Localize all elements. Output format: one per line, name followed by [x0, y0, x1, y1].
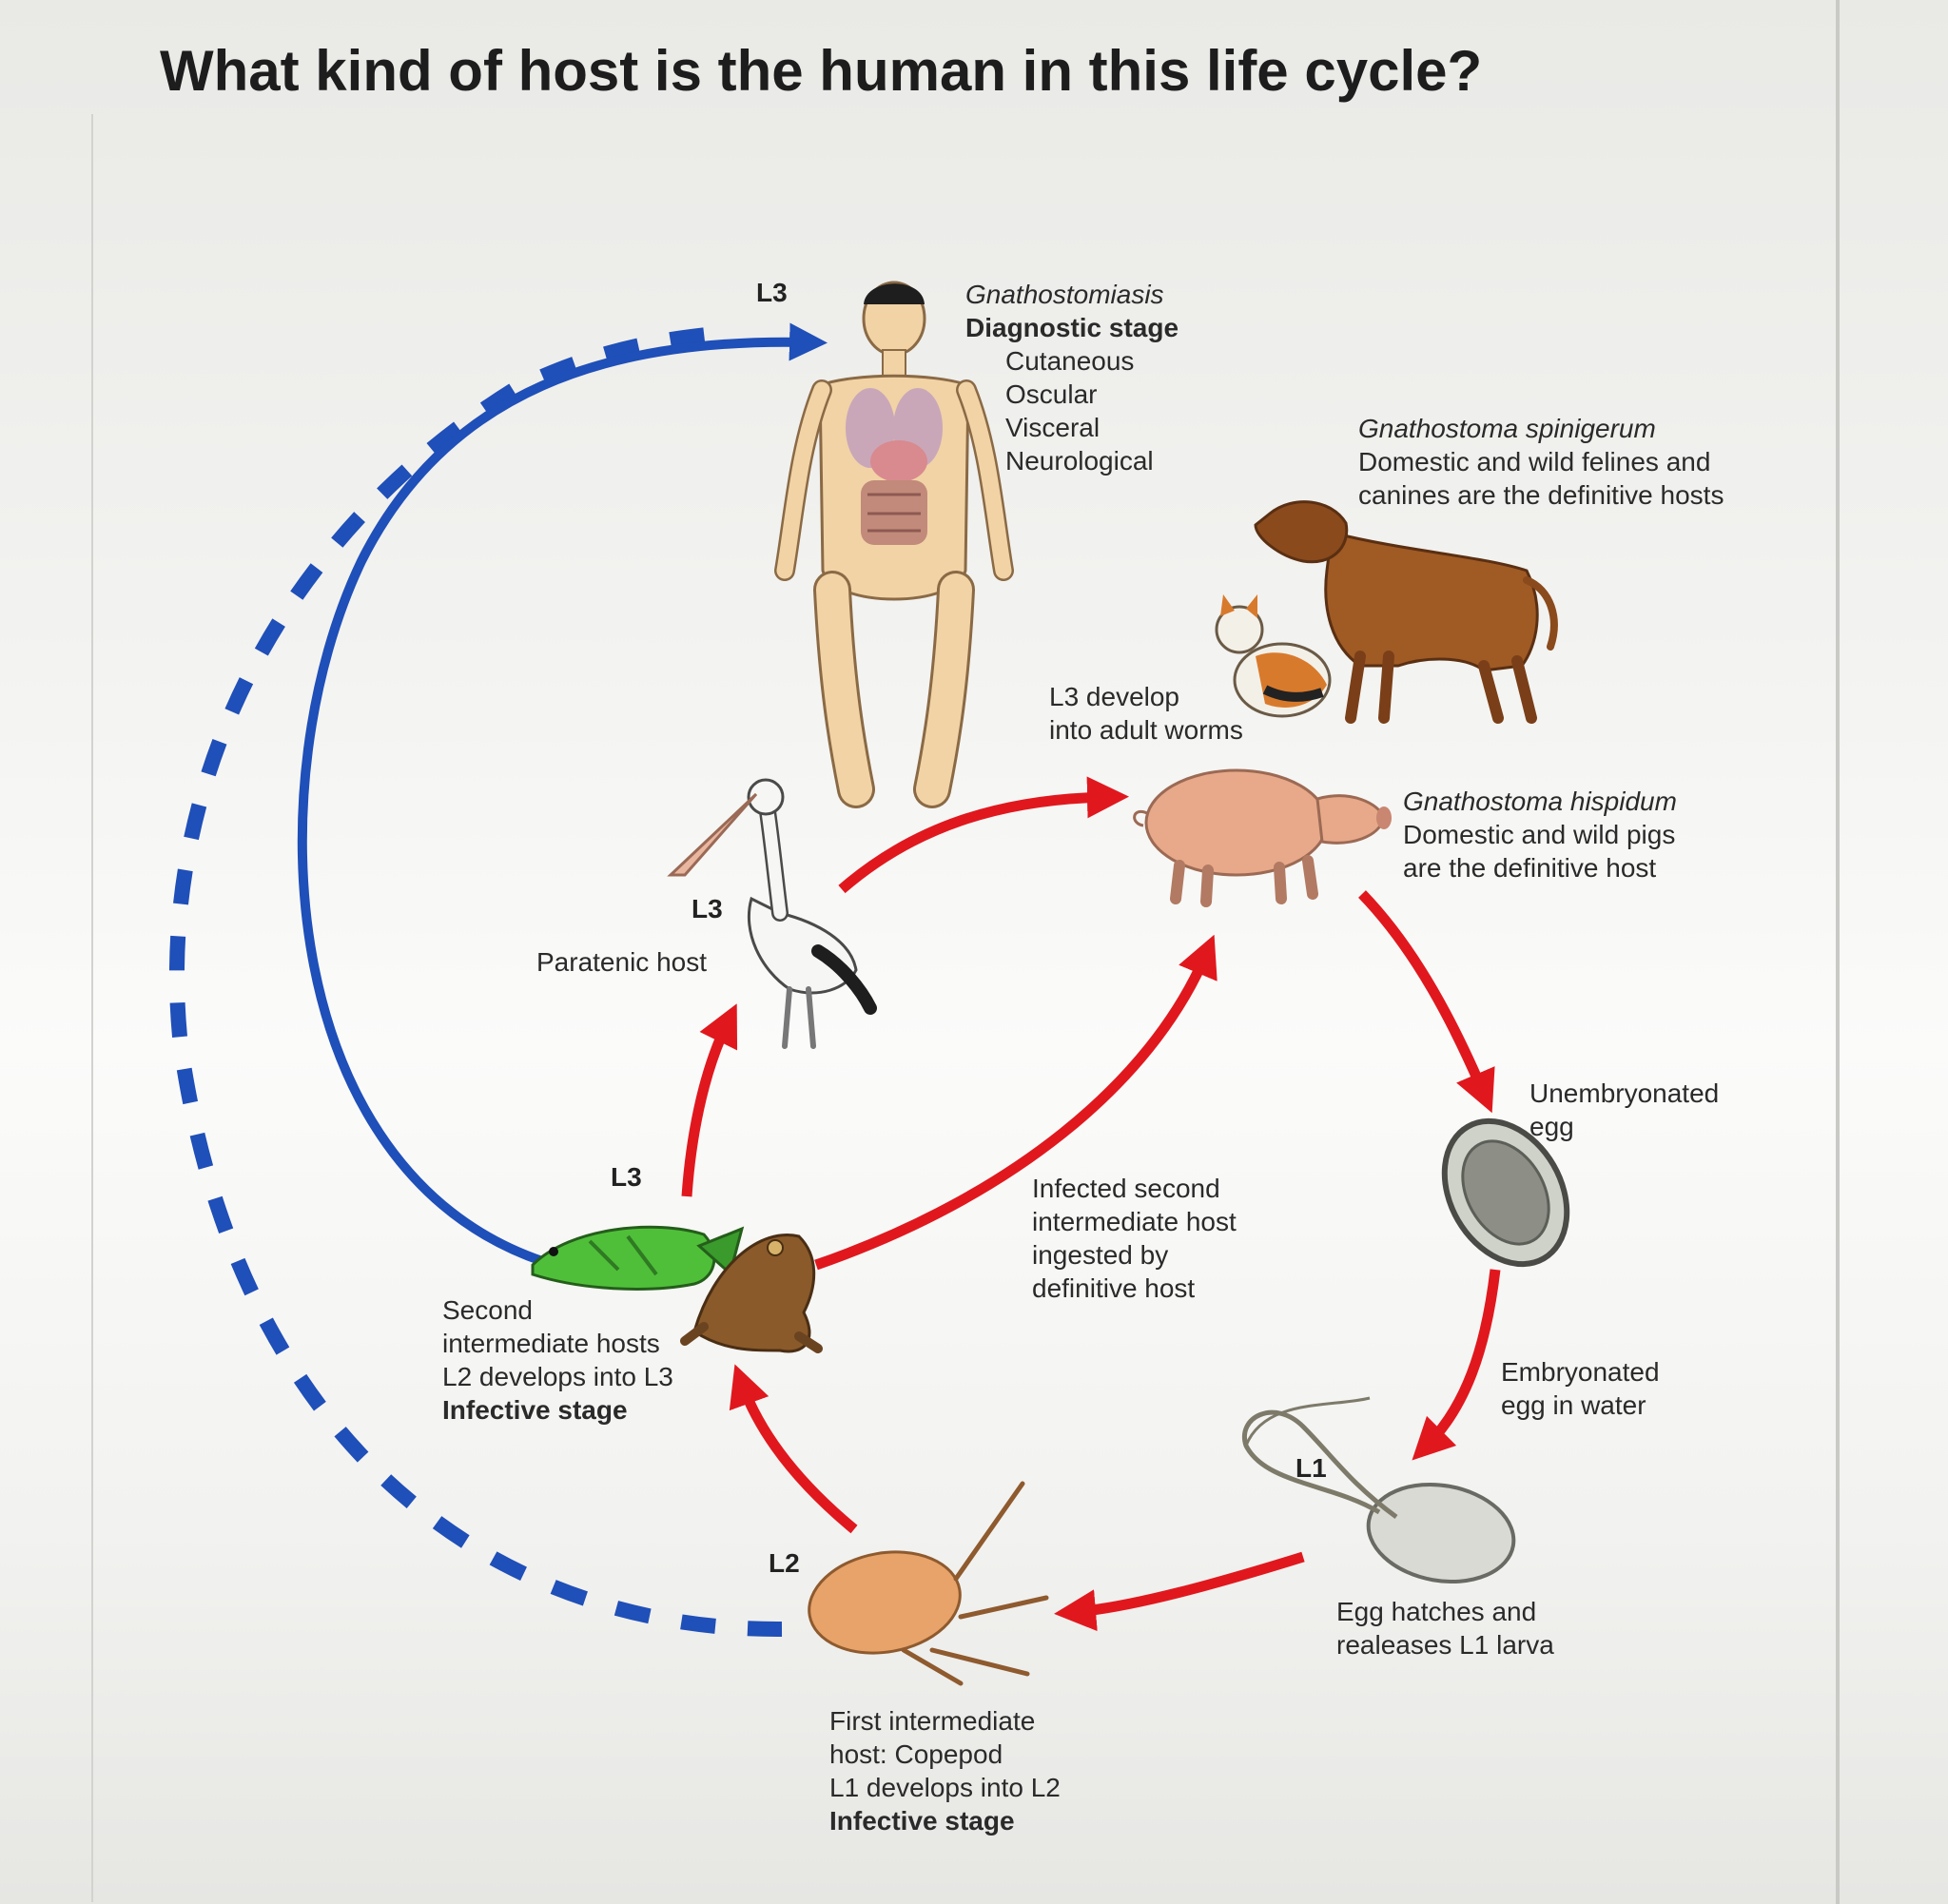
stage-label-second: L3: [611, 1162, 642, 1193]
second-host-line2: intermediate hosts: [442, 1327, 673, 1360]
stage-label-top: L3: [756, 278, 788, 308]
first-host-line3: L1 develops into L2: [829, 1771, 1061, 1804]
hispidum-line2: are the definitive host: [1403, 851, 1677, 884]
hatch-block: Egg hatches and realeases L1 larva: [1336, 1595, 1554, 1661]
embryonated-line2: egg in water: [1501, 1389, 1660, 1422]
paratenic-host-label: Paratenic host: [536, 945, 707, 979]
hatch-line2: realeases L1 larva: [1336, 1628, 1554, 1661]
spinigerum-line2: canines are the definitive hosts: [1358, 478, 1724, 512]
human-diagnostic-block: Gnathostomiasis Diagnostic stage Cutaneo…: [965, 278, 1179, 477]
first-host-line4: Infective stage: [829, 1804, 1061, 1837]
hispidum-line1: Domestic and wild pigs: [1403, 818, 1677, 851]
unembryonated-line2: egg: [1529, 1110, 1719, 1143]
first-host-block: First intermediate host: Copepod L1 deve…: [829, 1704, 1061, 1837]
unembryonated-block: Unembryonated egg: [1529, 1077, 1719, 1143]
form-cutaneous: Cutaneous: [965, 344, 1179, 378]
develop-block: L3 develop into adult worms: [1049, 680, 1243, 747]
arrow-copepod-to-fish: [742, 1384, 854, 1529]
first-host-line2: host: Copepod: [829, 1738, 1061, 1771]
develop-line1: L3 develop: [1049, 680, 1243, 713]
hatch-line1: Egg hatches and: [1336, 1595, 1554, 1628]
second-host-line3: L2 develops into L3: [442, 1360, 673, 1393]
ingested-line3: ingested by: [1032, 1238, 1237, 1272]
arrow-fish-to-pelican: [687, 1022, 728, 1196]
second-host-line4: Infective stage: [442, 1393, 673, 1427]
blue-arrow-to-human: [302, 342, 808, 1261]
form-visceral: Visceral: [965, 411, 1179, 444]
hispidum-species: Gnathostoma hispidum: [1403, 785, 1677, 818]
disease-name: Gnathostomiasis: [965, 278, 1179, 311]
arrow-egg-to-embryonated: [1427, 1270, 1495, 1446]
dashed-transmission-arc: [177, 333, 782, 1629]
stage-label-egg: L1: [1295, 1453, 1327, 1484]
spinigerum-block: Gnathostoma spinigerum Domestic and wild…: [1358, 412, 1724, 512]
spinigerum-species: Gnathostoma spinigerum: [1358, 412, 1724, 445]
arrow-larva-to-copepod: [1075, 1557, 1303, 1612]
fish-figure: [533, 1227, 742, 1289]
unembryonated-line1: Unembryonated: [1529, 1077, 1719, 1110]
embryonated-block: Embryonated egg in water: [1501, 1355, 1660, 1422]
ingested-block: Infected second intermediate host ingest…: [1032, 1172, 1237, 1305]
form-neurological: Neurological: [965, 444, 1179, 477]
hispidum-block: Gnathostoma hispidum Domestic and wild p…: [1403, 785, 1677, 884]
spinigerum-line1: Domestic and wild felines and: [1358, 445, 1724, 478]
diagnostic-stage: Diagnostic stage: [965, 311, 1179, 344]
ingested-line1: Infected second: [1032, 1172, 1237, 1205]
develop-line2: into adult worms: [1049, 713, 1243, 747]
pig-figure: [1135, 770, 1392, 902]
ingested-line2: intermediate host: [1032, 1205, 1237, 1238]
stage-label-copepod: L2: [769, 1548, 800, 1579]
ingested-line4: definitive host: [1032, 1272, 1237, 1305]
arrow-pig-to-egg: [1362, 894, 1484, 1094]
embryonated-line1: Embryonated: [1501, 1355, 1660, 1389]
form-oscular: Oscular: [965, 378, 1179, 411]
first-host-line1: First intermediate: [829, 1704, 1061, 1738]
arrow-pelican-to-pig: [842, 797, 1108, 889]
second-host-block: Second intermediate hosts L2 develops in…: [442, 1293, 673, 1427]
stage-label-paratenic: L3: [692, 894, 723, 924]
second-host-line1: Second: [442, 1293, 673, 1327]
